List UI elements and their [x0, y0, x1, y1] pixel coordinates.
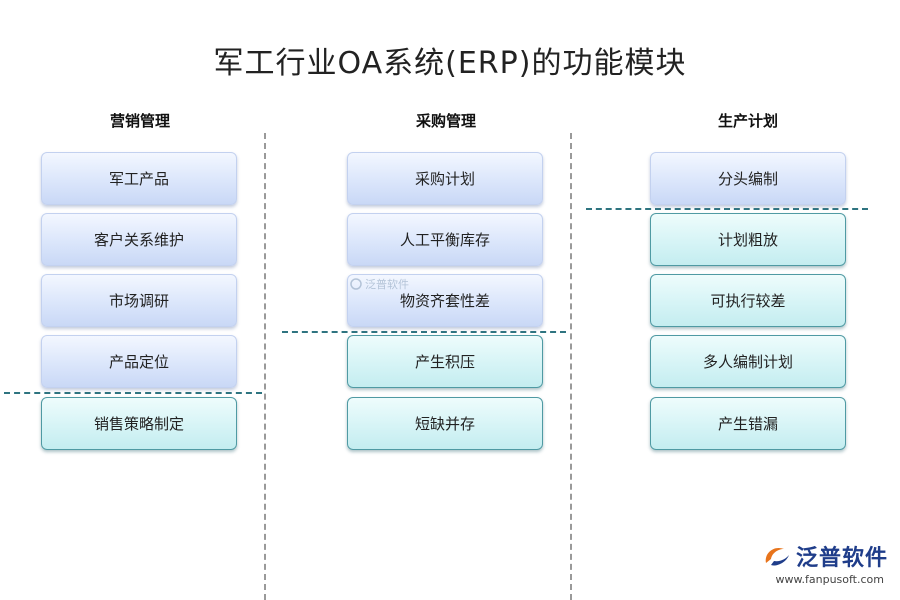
section-divider: [586, 208, 868, 210]
module-box: 客户关系维护: [41, 213, 237, 266]
section-divider: [4, 392, 262, 394]
diagram-title: 军工行业OA系统(ERP)的功能模块: [213, 46, 687, 81]
module-box: 物资齐套性差: [347, 274, 543, 327]
watermark-text: 泛普软件: [365, 278, 409, 291]
module-box: 人工平衡库存: [347, 213, 543, 266]
module-box: 军工产品: [41, 152, 237, 205]
module-box: 计划粗放: [650, 213, 846, 266]
module-box: 产品定位: [41, 335, 237, 388]
module-box: 采购计划: [347, 152, 543, 205]
brand-name: 泛普软件: [795, 546, 888, 571]
module-box: 产生积压: [347, 335, 543, 388]
brand-url: www.fanpusoft.com: [775, 573, 884, 586]
module-box: 短缺并存: [347, 397, 543, 450]
column-separator: [264, 133, 266, 600]
column-header-purchasing: 采购管理: [415, 112, 476, 130]
section-divider: [282, 331, 566, 333]
watermark: 泛普软件: [350, 276, 409, 292]
module-box: 市场调研: [41, 274, 237, 327]
module-box: 可执行较差: [650, 274, 846, 327]
module-box: 产生错漏: [650, 397, 846, 450]
module-box: 销售策略制定: [41, 397, 237, 450]
column-header-marketing: 营销管理: [109, 112, 170, 130]
brand-logo-icon: [765, 547, 789, 566]
watermark-logo-icon: [350, 278, 362, 290]
column-separator: [570, 133, 572, 600]
brand-logo: 泛普软件 www.fanpusoft.com: [762, 540, 888, 586]
module-box: 分头编制: [650, 152, 846, 205]
column-header-production: 生产计划: [717, 112, 778, 130]
module-box: 多人编制计划: [650, 335, 846, 388]
